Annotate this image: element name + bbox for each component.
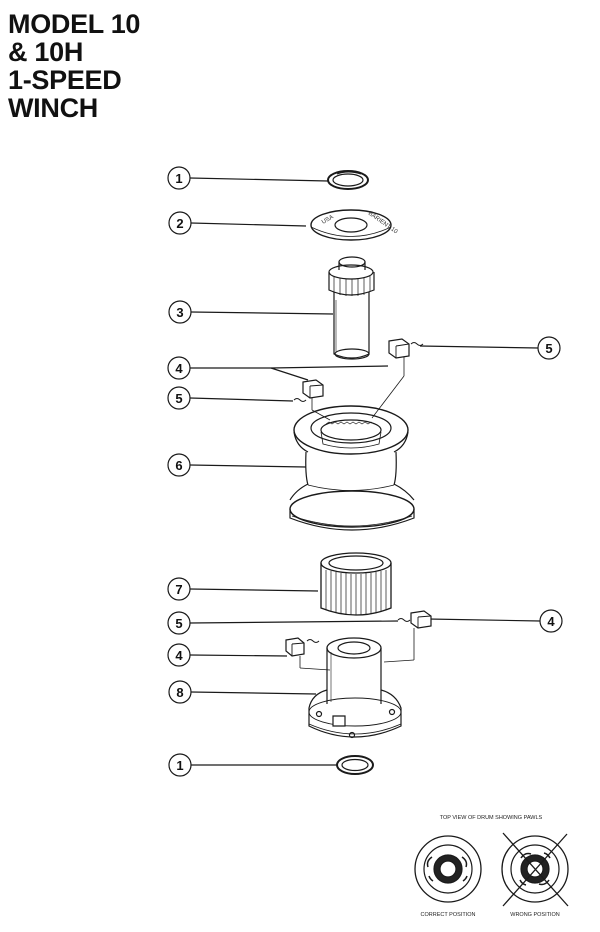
callout-8 (168, 680, 317, 704)
pawl-spring-upper-right (410, 342, 424, 346)
pawl-upper-right (371, 338, 410, 419)
pawl-spring-lower-right (397, 618, 411, 622)
pawl-spring-lower-left (306, 639, 320, 643)
callout-number-4-lower-left: 4 (175, 648, 183, 663)
callout-number-5-upper-left: 5 (175, 391, 182, 406)
title-line-speed: 1-SPEED (8, 65, 122, 95)
callout-7 (167, 577, 319, 601)
pawl-spring-upper-left (293, 398, 307, 402)
callout-3 (168, 300, 334, 324)
callout-number-1-bottom: 1 (176, 758, 183, 773)
title-line-variant: & 10H (8, 37, 84, 67)
retaining-ring-top (327, 170, 369, 190)
callout-number-5-upper-right: 5 (545, 341, 552, 356)
winch-drum (289, 405, 415, 531)
winch-base (308, 637, 402, 739)
callout-4-lower-right (427, 609, 563, 633)
callout-5-upper-left (167, 386, 294, 410)
callout-5-upper-right (419, 336, 561, 360)
inset-correct-position (414, 835, 482, 903)
inset-caption: TOP VIEW OF DRUM SHOWING PAWLS (440, 815, 543, 821)
callout-number-7: 7 (175, 582, 182, 597)
retaining-ring-bottom (336, 755, 374, 775)
callout-5-lower (167, 611, 399, 635)
pawl-lower-left (285, 637, 331, 671)
callout-4-lower-left (167, 643, 288, 667)
callout-number-2: 2 (176, 216, 183, 231)
main-spindle (328, 256, 375, 360)
callout-4-upper (167, 356, 389, 381)
roller-bearing (320, 552, 392, 616)
title-line-type: WINCH (8, 93, 98, 123)
callout-1-bottom (168, 753, 337, 777)
cap-text-left: USA (321, 214, 335, 225)
callout-2 (168, 211, 307, 235)
inset-correct-label: CORRECT POSITION (421, 912, 476, 918)
inset-wrong-position (501, 832, 569, 907)
cap-text-right: BARIENT 10 (367, 211, 399, 236)
callout-number-1-top: 1 (175, 171, 182, 186)
pawl-lower-right (383, 610, 432, 663)
diagram-title: MODEL 10 & 10H 1-SPEED WINCH (8, 10, 140, 122)
drum-cap (310, 209, 392, 241)
callout-number-4-upper: 4 (175, 361, 183, 376)
inset-wrong-label: WRONG POSITION (510, 912, 560, 918)
title-line-model: MODEL 10 (8, 9, 141, 39)
callout-number-5-lower: 5 (175, 616, 182, 631)
callout-6 (167, 453, 307, 477)
callout-number-3: 3 (176, 305, 183, 320)
callout-1-top (167, 166, 329, 190)
callout-number-8: 8 (176, 685, 183, 700)
callout-number-6: 6 (175, 458, 182, 473)
callout-number-4-lower-right: 4 (547, 614, 555, 629)
